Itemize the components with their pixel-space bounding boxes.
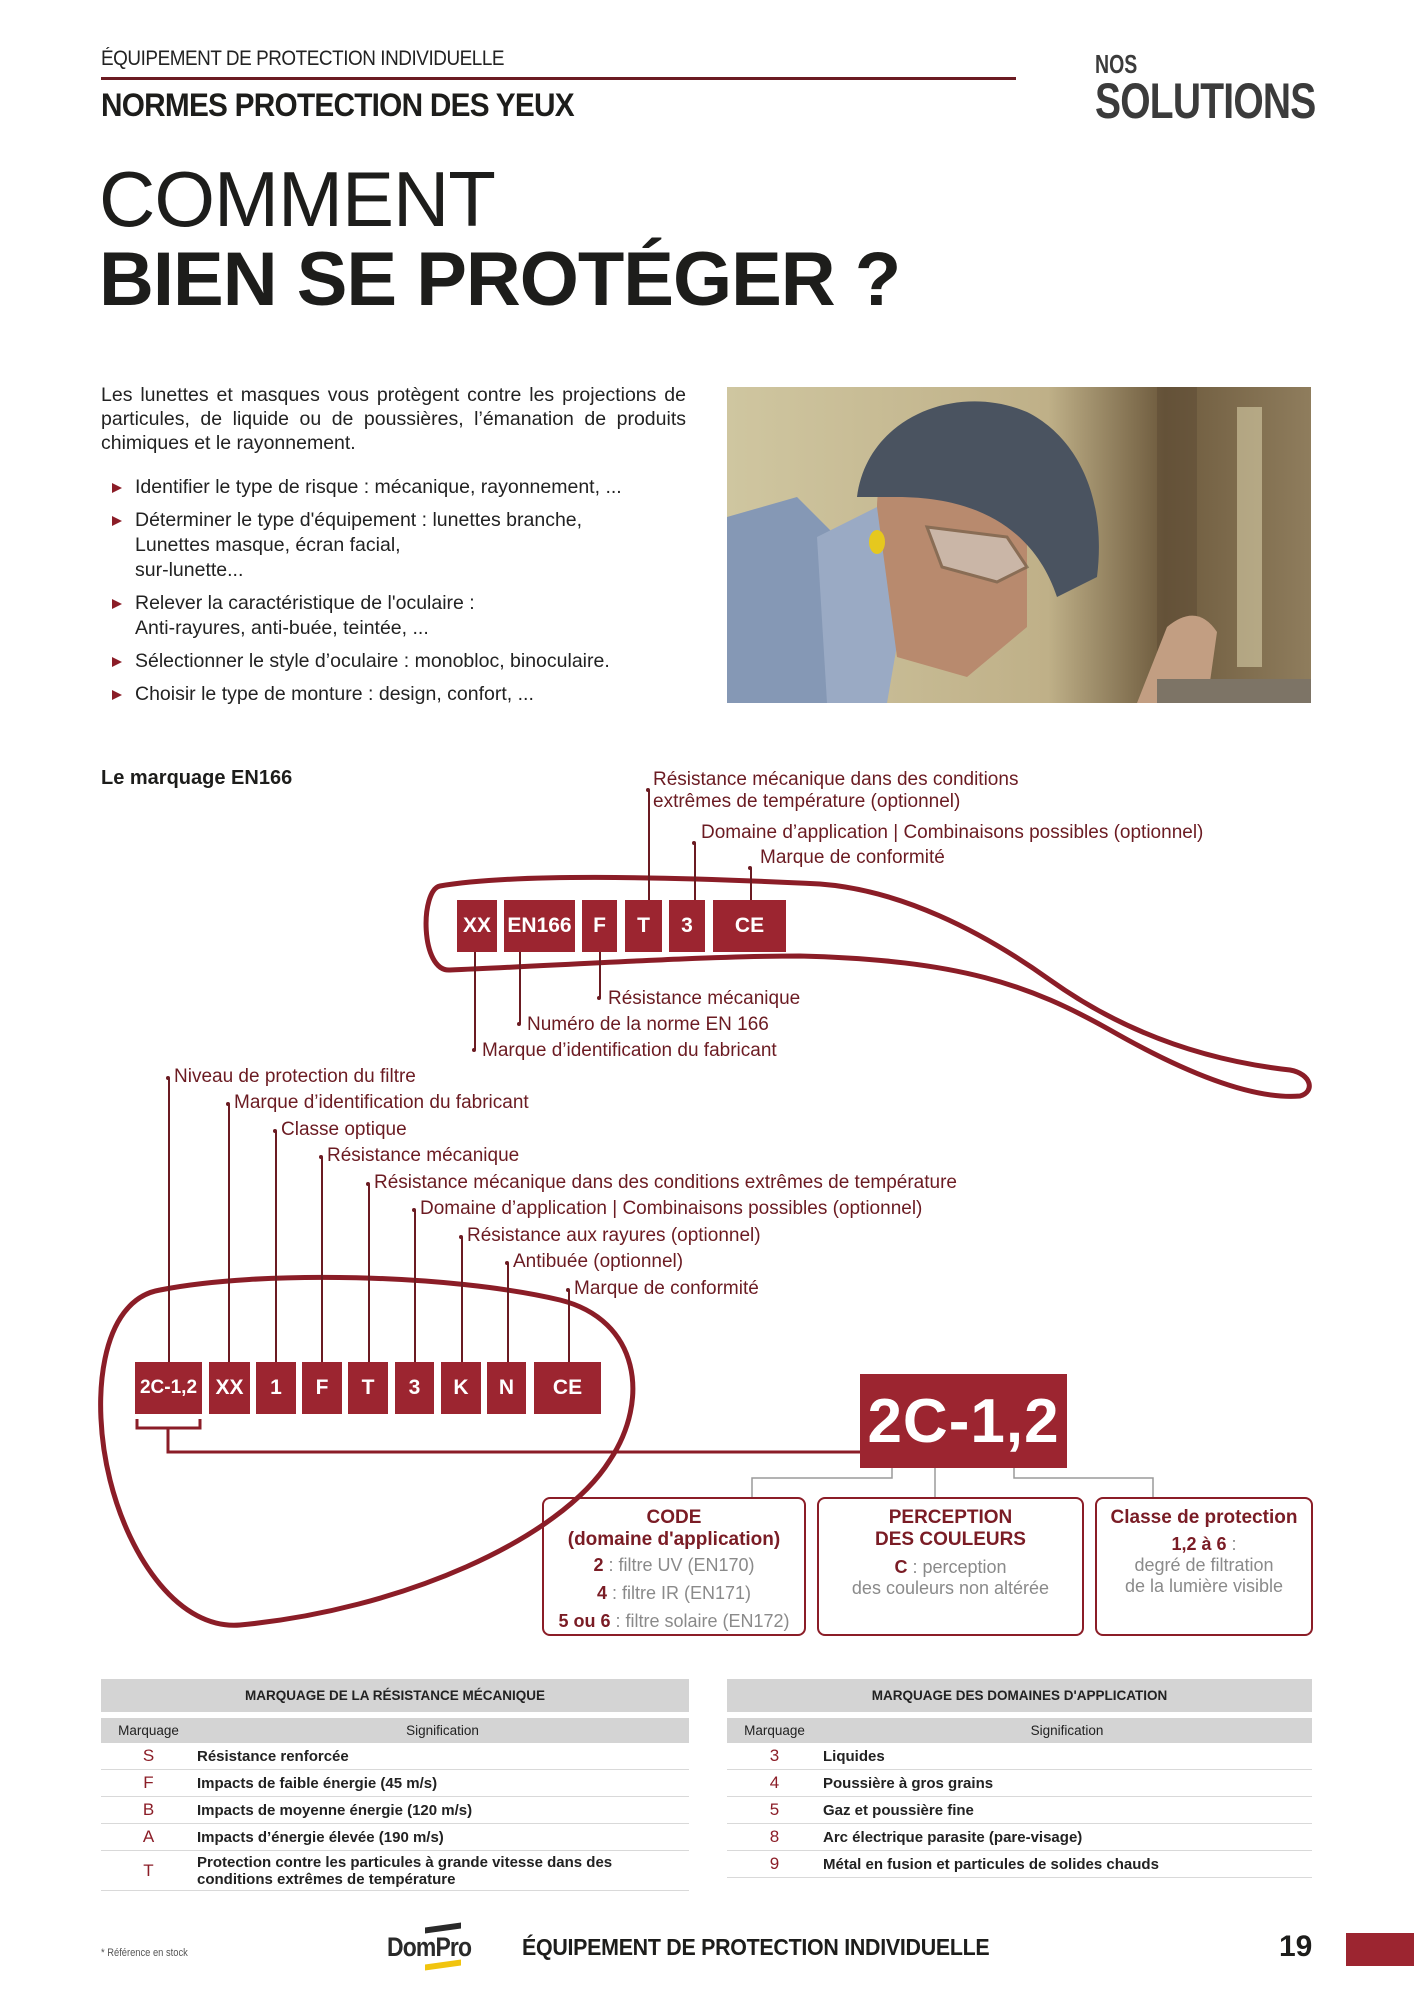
- lens-label-temperature: Résistance mécanique dans des conditions…: [374, 1172, 957, 1193]
- info-box-protection-class: Classe de protection 1,2 à 6 : degré de …: [1095, 1497, 1313, 1636]
- lens-tag-mechanical: F: [302, 1362, 342, 1414]
- checklist-item: Déterminer le type d'équipement : lunett…: [109, 508, 709, 583]
- lens-tag-temperature: T: [348, 1362, 388, 1414]
- worker-photo-illustration: [727, 387, 1311, 703]
- lens-label-antifog: Antibuée (optionnel): [513, 1251, 684, 1272]
- table-mechanical-resistance: MARQUAGE DE LA RÉSISTANCE MÉCANIQUE Marq…: [101, 1679, 689, 1891]
- headline-line1: COMMENT: [99, 155, 496, 243]
- lens-label-domain: Domaine d’application | Combinaisons pos…: [420, 1198, 923, 1219]
- lens-label-scratch: Résistance aux rayures (optionnel): [467, 1225, 761, 1246]
- footnote: * Référence en stock: [101, 1947, 188, 1959]
- lens-label-conformity: Marque de conformité: [574, 1278, 759, 1299]
- ce-mark-icon: CE: [713, 900, 786, 952]
- lens-tag-manufacturer: XX: [209, 1362, 250, 1414]
- label-domain: Domaine d’application | Combinaisons pos…: [701, 822, 1204, 843]
- triangle-bullet-icon: [112, 690, 122, 700]
- info-box-code: CODE (domaine d'application) 2 : filtre …: [542, 1497, 806, 1636]
- triangle-bullet-icon: [112, 599, 122, 609]
- triangle-bullet-icon: [112, 483, 122, 493]
- frame-tag-manufacturer: XX: [457, 900, 497, 952]
- checklist-item: Identifier le type de risque : mécanique…: [109, 475, 709, 500]
- label-norm-number: Numéro de la norme EN 166: [527, 1014, 769, 1035]
- frame-tag-domain: 3: [669, 900, 705, 952]
- lens-tag-antifog: N: [487, 1362, 526, 1414]
- intro-paragraph: Les lunettes et masques vous protègent c…: [101, 384, 686, 454]
- lens-label-filter-level: Niveau de protection du filtre: [174, 1066, 416, 1087]
- label-manufacturer: Marque d’identification du fabricant: [482, 1040, 777, 1061]
- footer-title: ÉQUIPEMENT DE PROTECTION INDIVIDUELLE: [522, 1934, 990, 1960]
- temple-outline: [423, 874, 1312, 1099]
- dompro-logo: DomPro: [387, 1932, 472, 1962]
- frame-tag-mechanical: F: [582, 900, 617, 952]
- marking-title: Le marquage EN166: [101, 767, 293, 789]
- lens-label-manufacturer: Marque d’identification du fabricant: [234, 1092, 529, 1113]
- brand-nos: NOS: [1095, 49, 1138, 79]
- lens-tag-filter: 2C-1,2: [135, 1362, 202, 1414]
- header-kicker: ÉQUIPEMENT DE PROTECTION INDIVIDUELLE: [101, 47, 505, 70]
- ce-mark-icon: CE: [534, 1362, 601, 1414]
- lens-label-optical-class: Classe optique: [281, 1119, 407, 1140]
- headline-line2: BIEN SE PROTÉGER ?: [99, 237, 901, 322]
- table-application-domains: MARQUAGE DES DOMAINES D'APPLICATION Marq…: [727, 1679, 1312, 1878]
- info-box-color-perception: PERCEPTION DES COULEURS C : perception d…: [817, 1497, 1084, 1636]
- lens-tag-scratch: K: [441, 1362, 481, 1414]
- label-mechanical: Résistance mécanique: [608, 988, 801, 1009]
- lens-label-mechanical: Résistance mécanique: [327, 1145, 520, 1166]
- lens-tag-optical: 1: [256, 1362, 296, 1414]
- page-tab-marker: [1346, 1933, 1414, 1966]
- checklist-item: Choisir le type de monture : design, con…: [109, 682, 709, 707]
- triangle-bullet-icon: [112, 657, 122, 667]
- checklist-item: Sélectionner le style d’oculaire : monob…: [109, 649, 709, 674]
- checklist: Identifier le type de risque : mécanique…: [109, 475, 709, 715]
- label-temperature-line2: extrêmes de température (optionnel): [653, 791, 961, 812]
- worker-photo: [727, 387, 1311, 703]
- section-title: NORMES PROTECTION DES YEUX: [101, 87, 575, 123]
- table-title: MARQUAGE DE LA RÉSISTANCE MÉCANIQUE: [101, 1679, 689, 1712]
- page-number: 19: [1279, 1930, 1313, 1963]
- label-conformity: Marque de conformité: [760, 847, 945, 868]
- lens-outline: [98, 1274, 636, 1628]
- filter-code-large: 2C-1,2: [860, 1374, 1067, 1468]
- lens-tag-domain: 3: [395, 1362, 434, 1414]
- triangle-bullet-icon: [112, 516, 122, 526]
- frame-tag-norm: EN166: [504, 900, 575, 952]
- brand-solutions: SOLUTIONS: [1095, 73, 1316, 129]
- frame-tag-temperature: T: [625, 900, 662, 952]
- table-title: MARQUAGE DES DOMAINES D'APPLICATION: [727, 1679, 1312, 1712]
- label-temperature: Résistance mécanique dans des conditions: [653, 769, 1019, 790]
- checklist-item: Relever la caractéristique de l'oculaire…: [109, 591, 709, 641]
- header-rule: [101, 77, 1016, 80]
